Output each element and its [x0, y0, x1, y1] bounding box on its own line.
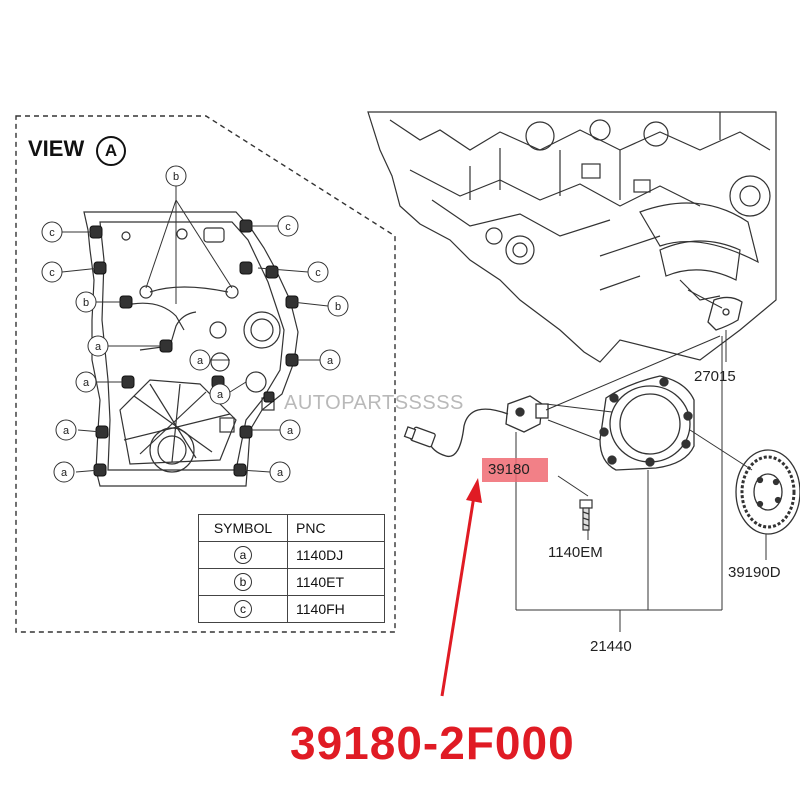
legend-header-row: SYMBOL PNC — [198, 514, 385, 542]
legend-pnc: 1140ET — [287, 568, 385, 596]
watermark-text: AUTOPARTSSSSS — [284, 392, 464, 414]
part-label-39190D: 39190D — [728, 564, 781, 581]
part-39190D-tone-wheel — [735, 449, 800, 535]
bubble-b-2: b — [327, 295, 349, 317]
legend-header-pnc: PNC — [287, 514, 385, 542]
part-27015-shape — [707, 296, 743, 331]
bubble-c-4: c — [307, 261, 329, 283]
svg-text:a: a — [217, 389, 224, 401]
view-letter-circle: A — [96, 136, 126, 166]
legend-row: a 1140DJ — [198, 541, 385, 569]
bubble-a-2: a — [75, 371, 97, 393]
svg-text:b: b — [83, 297, 89, 309]
bubble-b-1: b — [75, 291, 97, 313]
part-label-39180-highlighted: 39180 — [488, 461, 530, 478]
part-label-1140EM: 1140EM — [548, 544, 603, 561]
legend-header-symbol: SYMBOL — [198, 514, 288, 542]
svg-text:a: a — [95, 341, 102, 353]
part-number-title: 39180-2F000 — [290, 717, 575, 769]
svg-text:c: c — [285, 221, 291, 233]
bolt-markers — [89, 219, 299, 477]
part-39180-sensor — [403, 395, 549, 458]
bubble-a-1: a — [87, 335, 109, 357]
bubble-b-top: b — [165, 165, 187, 187]
timing-cover-drawing — [83, 211, 299, 487]
part-1140EM-bolt — [579, 499, 593, 531]
svg-text:a: a — [287, 425, 294, 437]
symbol-pnc-legend-table: SYMBOL PNC a 1140DJ b 1140ET c 1140FH — [198, 514, 385, 623]
bubble-a-4: a — [53, 461, 75, 483]
svg-text:a: a — [63, 425, 70, 437]
callout-bubbles: c c b a a a a b c c b a a a a a — [41, 165, 349, 483]
svg-text:c: c — [49, 227, 55, 239]
bubble-a-7: a — [209, 383, 231, 405]
legend-pnc: 1140DJ — [287, 541, 385, 569]
svg-text:c: c — [315, 267, 321, 279]
svg-text:b: b — [335, 301, 341, 313]
bubble-a-9: a — [269, 461, 291, 483]
bubble-a-3: a — [55, 419, 77, 441]
svg-text:a: a — [61, 467, 68, 479]
view-title: VIEW — [28, 136, 85, 161]
part-21440-housing — [599, 375, 695, 471]
part-label-21440: 21440 — [590, 638, 632, 655]
highlight-box — [482, 458, 548, 482]
legend-row: c 1140FH — [198, 595, 385, 623]
bubble-a-6: a — [189, 349, 211, 371]
svg-text:a: a — [83, 377, 90, 389]
bubble-a-8: a — [279, 419, 301, 441]
bubble-c-2: c — [41, 261, 63, 283]
svg-text:b: b — [173, 171, 179, 183]
red-pointer-arrow — [440, 478, 482, 697]
svg-text:a: a — [277, 467, 284, 479]
svg-text:c: c — [49, 267, 55, 279]
engine-block-drawing — [367, 111, 777, 363]
bubble-c-3: c — [277, 215, 299, 237]
part-label-27015: 27015 — [694, 368, 736, 385]
callout-leaders — [61, 186, 329, 473]
svg-text:a: a — [327, 355, 334, 367]
legend-symbol-circle: a — [234, 546, 252, 564]
legend-pnc: 1140FH — [287, 595, 385, 623]
svg-text:a: a — [197, 355, 204, 367]
legend-symbol-circle: b — [234, 573, 252, 591]
bubble-a-5: a — [319, 349, 341, 371]
bubble-c-1: c — [41, 221, 63, 243]
legend-row: b 1140ET — [198, 568, 385, 596]
part-leaders — [515, 289, 767, 632]
legend-symbol-circle: c — [234, 600, 252, 618]
